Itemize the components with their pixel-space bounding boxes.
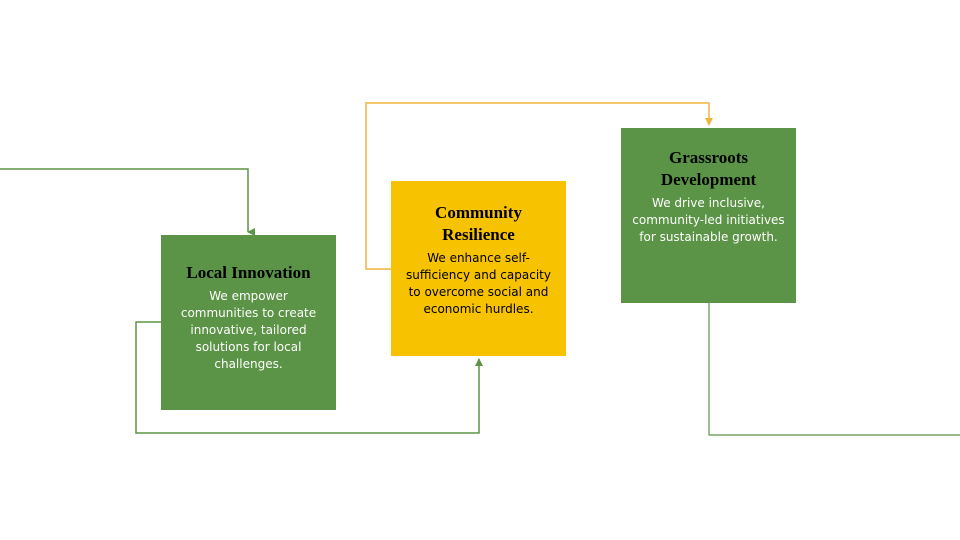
grassroots-development-description: We drive inclusive, community-led initia… bbox=[632, 196, 785, 244]
connector-into-local-innovation bbox=[0, 168, 255, 236]
local-innovation-box: Local Innovation We empower communities … bbox=[161, 235, 336, 410]
local-innovation-title: Local Innovation bbox=[186, 263, 311, 282]
community-resilience-description: We enhance self-sufficiency and capacity… bbox=[406, 251, 551, 316]
community-resilience-title: Community Resilience bbox=[435, 203, 522, 244]
local-innovation-description: We empower communities to create innovat… bbox=[180, 289, 317, 371]
connector-local-to-community bbox=[135, 321, 483, 434]
grassroots-development-box: Grassroots Development We drive inclusiv… bbox=[621, 128, 796, 303]
grassroots-development-title: Grassroots Development bbox=[660, 148, 757, 189]
connector-community-to-grassroots bbox=[365, 102, 713, 270]
community-resilience-box: Community Resilience We enhance self-suf… bbox=[391, 181, 566, 356]
connector-out-of-grassroots bbox=[708, 303, 960, 436]
